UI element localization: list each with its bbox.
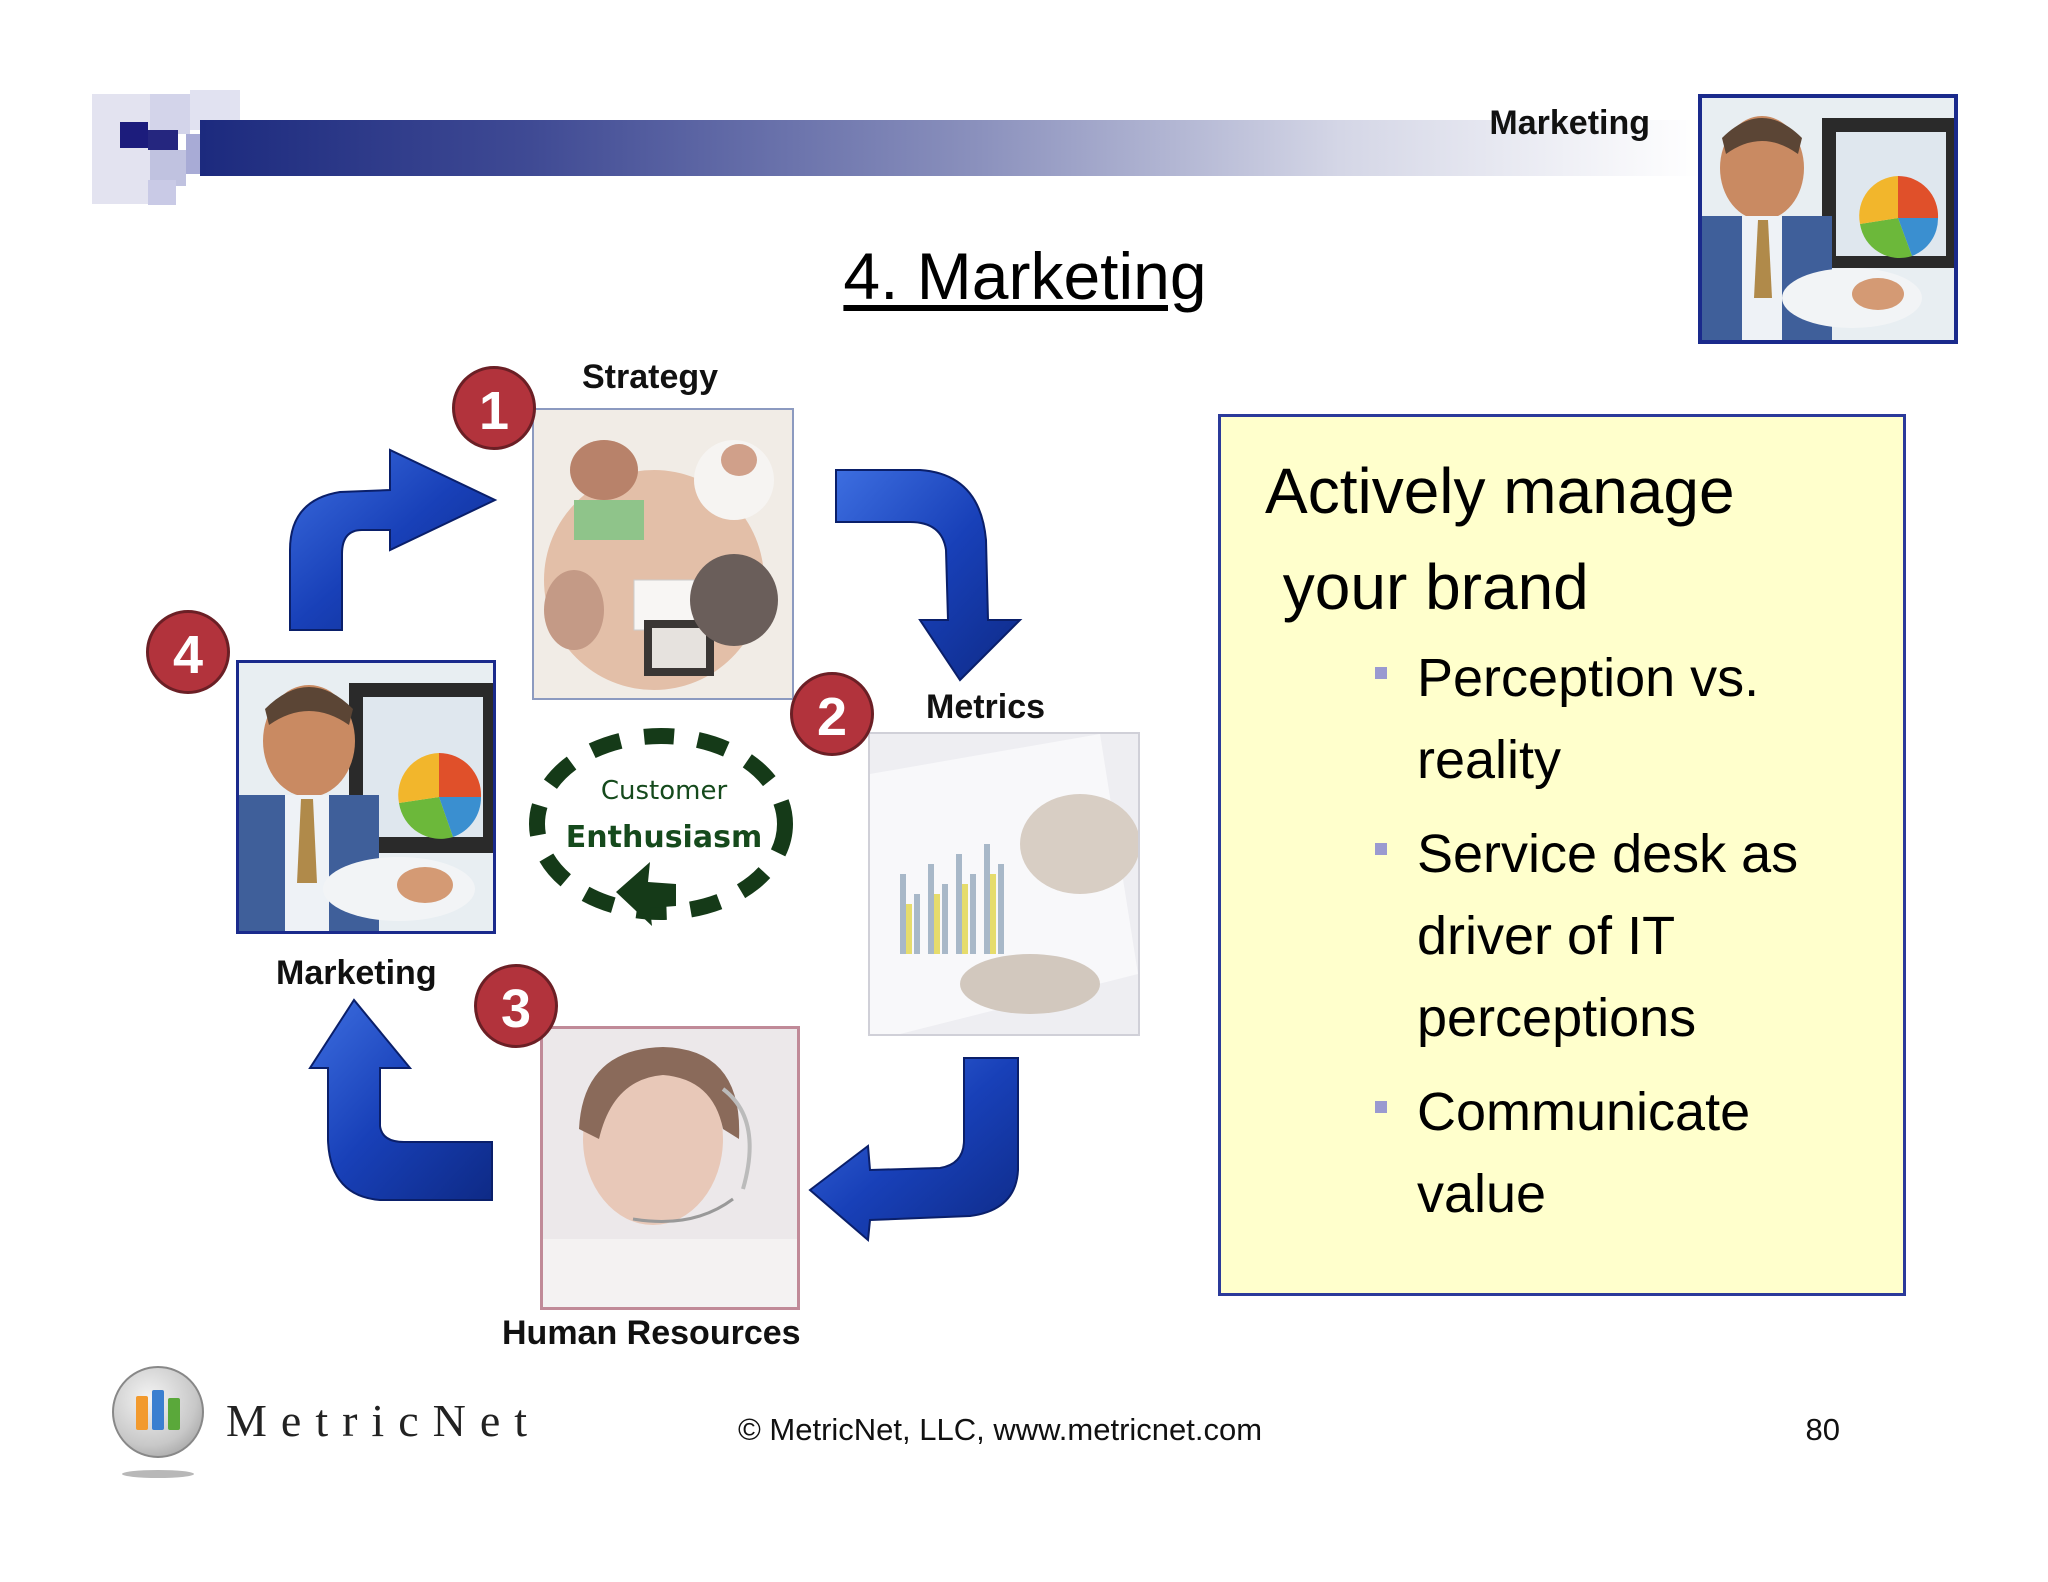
bullet-line: Perception vs. — [1417, 648, 1760, 708]
marketing-photo — [236, 660, 496, 934]
arrow-marketing-to-strategy — [289, 448, 498, 631]
header-gradient-bar — [200, 120, 1700, 176]
arrow-metrics-to-hr — [808, 1057, 1019, 1243]
bullet-square-icon — [1375, 667, 1387, 679]
strategy-photo — [532, 408, 794, 700]
callout-heading-line-2: your brand — [1265, 551, 1589, 623]
center-text-customer: Customer — [600, 776, 728, 806]
header-section-label: Marketing — [1489, 104, 1650, 142]
step-label-human-resources: Human Resources — [502, 1314, 801, 1352]
cycle-arrows — [289, 448, 1023, 1243]
corner-businessman-photo — [1698, 94, 1958, 344]
bullet-item: Perception vs. reality — [1221, 637, 1903, 801]
human-resources-photo — [540, 1026, 800, 1310]
bullet-line: value — [1417, 1164, 1547, 1224]
center-dashed-circle — [529, 728, 793, 926]
bullet-square-icon — [1375, 1101, 1387, 1113]
bullet-text: Perception vs. reality — [1417, 637, 1903, 801]
step-badge-2: 2 — [790, 672, 874, 756]
metricnet-logo-icon — [112, 1366, 204, 1458]
header-decoration — [90, 90, 240, 205]
step-label-marketing: Marketing — [276, 954, 437, 992]
metrics-photo — [868, 732, 1140, 1036]
step-badge-4: 4 — [146, 610, 230, 694]
bullet-text: Service desk as driver of IT perceptions — [1417, 813, 1903, 1059]
bullet-line: Service desk as — [1417, 824, 1799, 884]
slide-title: 4. Marketing — [843, 239, 1207, 313]
bullet-item: Service desk as driver of IT perceptions — [1221, 813, 1903, 1059]
bullet-square-icon — [1375, 843, 1387, 855]
bullet-text: Communicate value — [1417, 1071, 1903, 1235]
bullet-item: Communicate value — [1221, 1071, 1903, 1235]
arrow-strategy-to-metrics — [835, 469, 1023, 682]
step-badge-1: 1 — [452, 366, 536, 450]
footer-copyright: © MetricNet, LLC, www.metricnet.com — [737, 1412, 1263, 1447]
bullet-line: driver of IT — [1417, 906, 1676, 966]
center-text-enthusiasm: Enthusiasm — [565, 820, 763, 855]
bullet-line: reality — [1417, 730, 1562, 790]
page-number: 80 — [1805, 1412, 1840, 1447]
metricnet-logo-text: MetricNet — [226, 1395, 542, 1446]
center-circular-arrow-head — [616, 862, 676, 926]
callout-box: Actively manage your brand Perception vs… — [1218, 414, 1906, 1296]
bullet-line: perceptions — [1417, 988, 1697, 1048]
step-label-strategy: Strategy — [582, 358, 719, 396]
step-badge-3: 3 — [474, 964, 558, 1048]
callout-heading: Actively manage your brand — [1265, 443, 1735, 635]
step-label-metrics: Metrics — [926, 688, 1046, 726]
logo-shadow — [122, 1470, 194, 1478]
bullet-line: Communicate — [1417, 1082, 1751, 1142]
arrow-hr-to-marketing — [308, 998, 493, 1201]
callout-heading-line-1: Actively manage — [1265, 455, 1735, 527]
callout-bullet-list: Perception vs. reality Service desk as d… — [1221, 637, 1903, 1247]
